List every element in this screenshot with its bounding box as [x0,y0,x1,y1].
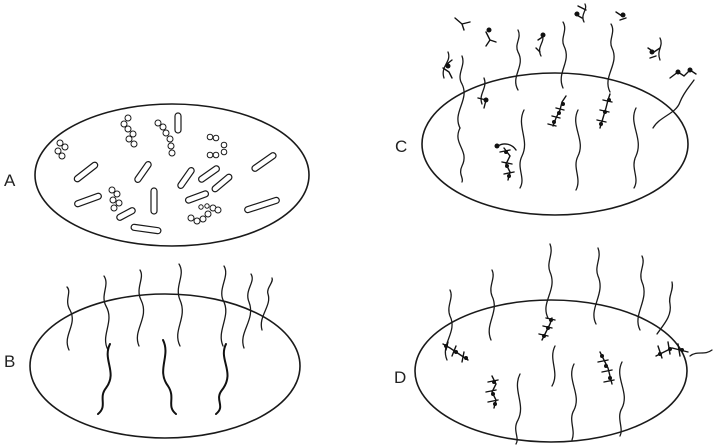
hyphae-c [443,4,694,190]
spores-c [443,6,696,108]
hyphae-inside [98,340,228,414]
rod-cells [73,113,280,234]
sporangia-c [495,94,613,180]
panel-label-c: C [395,137,407,156]
sporangia-d [443,318,688,408]
hyphae-d [445,244,712,444]
panel-label-d: D [394,368,406,387]
panel-label-a: A [4,171,16,190]
panel-c-outline [422,73,688,215]
panel-b: B [4,264,300,438]
panel-a-outline [35,104,309,246]
panel-label-b: B [4,352,15,371]
panel-c: C [395,4,696,215]
panel-d: D [394,244,712,444]
panel-a: A [4,104,309,246]
panel-b-outline [30,294,300,438]
